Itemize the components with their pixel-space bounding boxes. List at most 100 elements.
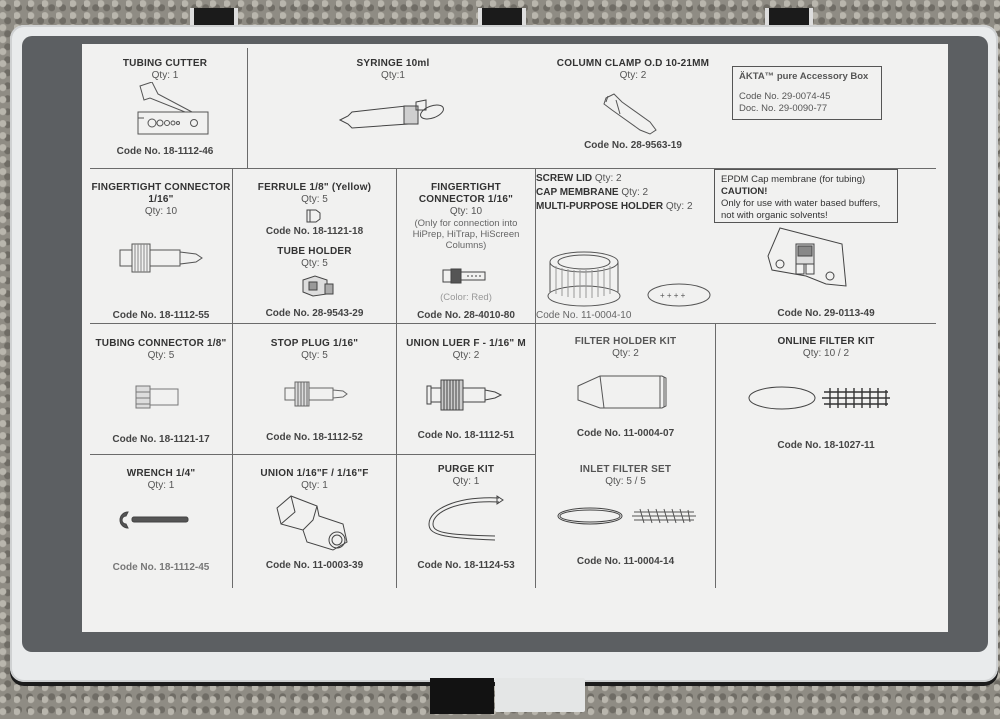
tubing-connector-icon	[135, 385, 179, 409]
item-code: Code No. 18-1121-17	[112, 434, 210, 445]
item-filter-holder-kit: FILTER HOLDER KIT Qty: 2 Code No. 11-000…	[536, 336, 715, 454]
item-syringe: SYRINGE 10ml Qty:1	[248, 58, 538, 168]
cap-membrane-row: CAP MEMBRANE Qty: 2	[536, 186, 716, 200]
item-qty: Qty: 5	[301, 350, 328, 361]
item-name: SCREW LID	[536, 173, 593, 184]
item-name: COLUMN CLAMP O.D 10-21MM	[556, 58, 710, 69]
item-union: UNION 1/16"F / 1/16"F Qty: 1 Code No. 11…	[233, 468, 396, 588]
item-name: STOP PLUG 1/16"	[270, 338, 359, 349]
ferrule-icon	[306, 209, 321, 223]
grid-line	[90, 323, 936, 324]
cap-membrane-icon: + + + +	[647, 283, 711, 307]
wrench-icon	[119, 511, 189, 529]
item-name: PURGE KIT	[437, 464, 495, 475]
item-name: TUBING CONNECTOR 1/8"	[95, 338, 227, 349]
item-online-filter-kit: ONLINE FILTER KIT Qty: 10 / 2 Code No. 1…	[716, 336, 936, 466]
item-code: Code No. 28-9543-29	[265, 308, 364, 319]
union-luer-icon	[426, 379, 503, 411]
item-code: Code No. 11-0004-14	[576, 556, 675, 567]
case-latch-clip[interactable]	[495, 678, 585, 712]
column-clamp-icon	[603, 93, 657, 135]
multi-purpose-holder-icon	[767, 227, 847, 287]
item-code: Code No. 11-0003-39	[265, 560, 364, 571]
case-hinge-center	[478, 8, 526, 26]
item-qty: Qty: 5	[301, 258, 328, 269]
caution-line2: Only for use with water based buffers,	[721, 198, 881, 209]
caution-title: CAUTION!	[721, 186, 768, 197]
item-code: Code No. 18-1112-55	[112, 310, 210, 321]
grid-line	[232, 168, 233, 588]
item-name: TUBE HOLDER	[277, 246, 352, 257]
case-hinge-left	[190, 8, 238, 26]
syringe-icon	[338, 99, 444, 129]
item-qty: Qty: 10	[449, 206, 483, 217]
item-tube-holder: TUBE HOLDER Qty: 5 Code No. 28-9543-29	[233, 246, 396, 322]
item-qty: Qty: 2	[665, 201, 693, 212]
item-qty: Qty: 1	[452, 476, 480, 487]
item-qty: Qty: 5 / 5	[605, 476, 646, 487]
item-name: UNION 1/16"F / 1/16"F	[260, 468, 369, 479]
item-code: Code No. 11-0004-10	[536, 310, 632, 321]
caution-line3: not with organic solvents!	[721, 210, 828, 221]
item-code: Code No. 18-1112-45	[112, 562, 210, 573]
item-name: TUBING CUTTER	[122, 58, 208, 69]
item-column-clamp: COLUMN CLAMP O.D 10-21MM Qty: 2 Code No.…	[538, 58, 728, 168]
item-qty: Qty: 2	[619, 70, 647, 81]
item-qty: Qty:1	[381, 70, 405, 81]
item-ferrule: FERRULE 1/8" (Yellow) Qty: 5 Code No. 18…	[233, 182, 396, 242]
grid-line	[247, 48, 248, 168]
caution-line1: EPDM Cap membrane (for tubing)	[721, 174, 866, 185]
item-name: ONLINE FILTER KIT	[777, 336, 875, 347]
item-qty: Qty: 2	[594, 173, 622, 184]
grid-line	[715, 323, 716, 588]
purge-kit-icon	[428, 495, 504, 541]
item-code: Code No. 18-1121-18	[265, 226, 364, 237]
item-note: Columns)	[445, 240, 487, 251]
item-qty: Qty: 5	[301, 194, 328, 205]
item-name: INLET FILTER SET	[579, 464, 672, 475]
item-qty: Qty: 1	[301, 480, 328, 491]
online-filter-icon	[748, 386, 890, 410]
item-code: Code No. 18-1124-53	[417, 560, 515, 571]
item-code: Code No. 28-4010-80	[417, 310, 515, 321]
grid-line	[90, 168, 936, 169]
item-screw-lid-group: SCREW LID Qty: 2 CAP MEMBRANE Qty: 2 MUL…	[536, 172, 716, 322]
grid-line	[535, 168, 536, 588]
case-latch[interactable]	[430, 678, 494, 714]
item-qty: Qty: 1	[147, 480, 175, 491]
item-qty: Qty: 10	[144, 206, 178, 217]
item-fingertight-connector-red: FINGERTIGHT CONNECTOR 1/16" Qty: 10 (Onl…	[397, 182, 535, 322]
caution-box: EPDM Cap membrane (for tubing) CAUTION! …	[714, 169, 898, 223]
item-qty: Qty: 5	[147, 350, 175, 361]
item-code: Code No. 18-1027-11	[777, 440, 875, 451]
box-doc-no: Doc. No. 29-0090-77	[739, 103, 828, 114]
screw-lid-row: SCREW LID Qty: 2	[536, 172, 716, 186]
fingertight-connector-icon	[119, 243, 203, 273]
item-name-line1: FINGERTIGHT CONNECTOR	[91, 182, 231, 193]
item-note: (Only for connection into	[414, 218, 518, 229]
item-name: CAP MEMBRANE	[536, 187, 619, 198]
item-name: WRENCH 1/4"	[126, 468, 196, 479]
accessory-box-label: ÄKTA™ pure Accessory Box Code No. 29-007…	[732, 66, 882, 120]
item-code: Code No. 18-1112-46	[116, 146, 214, 157]
item-purge-kit: PURGE KIT Qty: 1 Code No. 18-1124-53	[397, 464, 535, 588]
item-color-note: (Color: Red)	[440, 292, 492, 303]
item-code: Code No. 29-0113-49	[777, 308, 875, 319]
tubing-cutter-icon	[137, 82, 209, 135]
grid-line	[396, 168, 397, 588]
inventory-sheet: TUBING CUTTER Qty: 1 Code No. 18-1112-46…	[82, 44, 948, 632]
item-name-line1: FINGERTIGHT	[431, 182, 501, 193]
item-tubing-cutter: TUBING CUTTER Qty: 1 Code No. 18-1112-46	[90, 58, 240, 168]
item-qty: Qty: 2	[621, 187, 649, 198]
item-stop-plug: STOP PLUG 1/16" Qty: 5 Code No. 18-1112-…	[233, 338, 396, 454]
item-tubing-connector: TUBING CONNECTOR 1/8" Qty: 5 Code No. 18…	[90, 338, 232, 454]
tube-holder-icon	[302, 275, 334, 297]
grid-line	[90, 454, 536, 455]
item-qty: Qty: 10 / 2	[802, 348, 850, 359]
item-name: UNION LUER F - 1/16" M	[406, 338, 526, 349]
item-fingertight-connector: FINGERTIGHT CONNECTOR 1/16" Qty: 10 Code…	[90, 182, 232, 322]
item-multi-purpose-holder: Code No. 29-0113-49	[716, 224, 936, 322]
item-code: Code No. 18-1112-51	[417, 430, 515, 441]
item-code: Code No. 28-9563-19	[584, 140, 682, 151]
union-icon	[276, 495, 348, 551]
